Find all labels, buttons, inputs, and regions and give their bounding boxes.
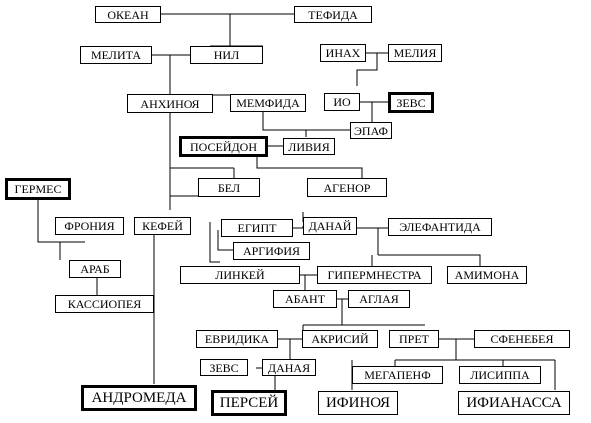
node-poseidon: ПОСЕЙДОН <box>179 136 268 157</box>
node-abant: АБАНТ <box>273 290 337 308</box>
node-megapenf: МЕГАПЕНФ <box>352 366 443 384</box>
node-inakh: ИНАХ <box>320 44 366 62</box>
node-elefantida: ЭЛЕФАНТИДА <box>388 218 492 236</box>
node-zevs: ЗЕВС <box>388 92 434 113</box>
node-aglaya: АГЛАЯ <box>348 290 410 308</box>
node-nil: НИЛ <box>190 46 263 64</box>
node-danaya: ДАНАЯ <box>262 359 316 376</box>
node-arab: АРАБ <box>69 260 121 278</box>
node-bel: БЕЛ <box>198 178 260 197</box>
node-evridika: ЕВРИДИКА <box>196 330 278 348</box>
node-memfida: МЕМФИДА <box>230 94 306 112</box>
node-danai: ДАНАЙ <box>303 217 357 235</box>
node-melita: МЕЛИТА <box>80 46 152 64</box>
node-meliya: МЕЛИЯ <box>388 44 442 62</box>
node-kefei: КЕФЕЙ <box>134 217 191 235</box>
node-ifianassa: ИФИАНАССА <box>458 391 570 415</box>
node-lisippa: ЛИСИППА <box>459 366 541 384</box>
node-akrisii: АКРИСИЙ <box>302 330 378 348</box>
node-germes: ГЕРМЕС <box>5 178 71 200</box>
node-zevs-2: ЗЕВС <box>200 359 248 376</box>
node-amimona: АМИМОНА <box>447 266 527 284</box>
node-io: ИО <box>324 93 360 111</box>
node-ifinoya: ИФИНОЯ <box>318 391 398 415</box>
node-okean: ОКЕАН <box>95 6 161 23</box>
node-sfeneveya: СФЕНЕБЕЯ <box>474 330 570 348</box>
node-froniya: ФРОНИЯ <box>55 217 124 235</box>
node-gipermnestra: ГИПЕРМНЕСТРА <box>317 266 432 284</box>
node-andromeda: АНДРОМЕДА <box>81 385 197 411</box>
node-liviya: ЛИВИЯ <box>283 138 335 155</box>
node-persei: ПЕРСЕЙ <box>211 390 287 416</box>
node-kassiopeya: КАССИОПЕЯ <box>55 295 154 313</box>
node-pret: ПРЕТ <box>389 330 439 348</box>
node-agenor: АГЕНОР <box>307 178 387 197</box>
node-ankhinoya: АНХИНОЯ <box>127 94 213 113</box>
node-argifiya: АРГИФИЯ <box>233 242 310 260</box>
node-egipt: ЕГИПТ <box>221 219 293 237</box>
node-epaf: ЭПАФ <box>350 122 392 139</box>
node-linkei: ЛИНКЕЙ <box>180 266 300 284</box>
node-tefida: ТЕФИДА <box>294 6 372 23</box>
